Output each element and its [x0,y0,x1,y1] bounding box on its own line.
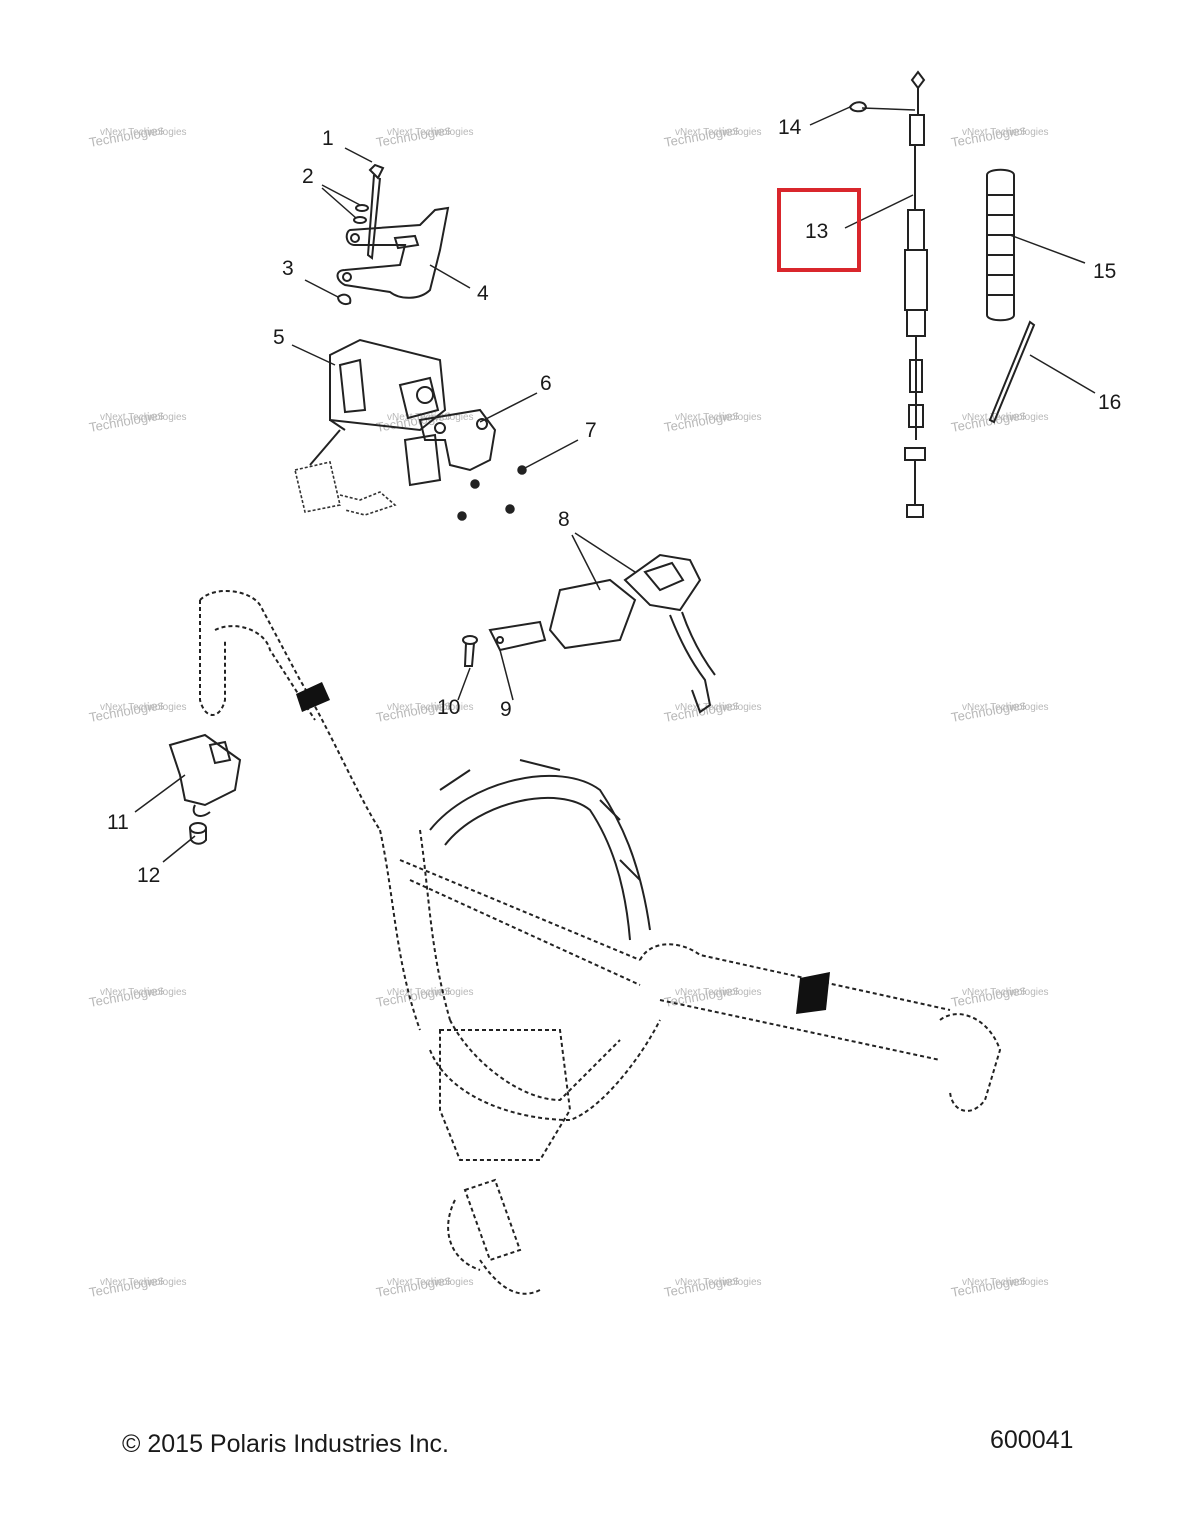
watermark-line1: vNext Technologies [100,412,187,423]
watermark-line1: vNext Technologies [387,987,474,998]
callout-4: 4 [477,282,489,305]
switch-connector [294,461,397,516]
watermark-line1: vNext Technologies [387,127,474,138]
callout-5: 5 [273,326,285,349]
watermark-line1: vNext Technologies [675,412,762,423]
cable-part-13 [904,70,928,518]
plate-part-9 [488,620,547,652]
callout-10: 10 [437,696,460,719]
callout-labels: 1 2 3 4 5 6 7 8 9 10 11 12 13 14 15 16 [107,116,1121,887]
callout-13: 13 [805,220,828,243]
document-number: 600041 [990,1426,1074,1454]
callout-15: 15 [1093,260,1116,283]
watermark-line1: vNext Technologies [962,702,1049,713]
watermark-line1: vNext Technologies [962,1277,1049,1288]
screw-part-10 [462,635,478,667]
cap-part-12 [189,822,207,845]
watermark-line1: vNext Technologies [675,702,762,713]
callout-7: 7 [585,419,597,442]
watermark-line1: vNext Technologies [675,127,762,138]
watermark-line1: vNext Technologies [962,127,1049,138]
callout-8: 8 [558,508,570,531]
housing-part-11 [168,733,242,817]
sleeve-part-15 [986,168,1015,322]
washer-part-2 [353,204,369,224]
clip-part-3 [336,293,352,306]
callout-14: 14 [778,116,802,139]
callout-6: 6 [540,372,552,395]
switch-part-8 [548,553,716,714]
callout-2: 2 [302,165,314,188]
watermark-line1: vNext Technologies [100,987,187,998]
bracket-part-4 [336,206,450,299]
clamp-part-6 [403,408,497,487]
watermark-line1: vNext Technologies [387,702,474,713]
watermark-line1: vNext Technologies [100,127,187,138]
callout-9: 9 [500,698,512,721]
leader-lines [134,106,1096,863]
handlebar-cable [429,759,651,941]
watermark-line1: vNext Technologies [387,1277,474,1288]
pin-part-1 [366,163,385,260]
highlight-box [777,188,861,272]
copyright-text: © 2015 Polaris Industries Inc. [122,1430,449,1458]
screws-part-7 [457,465,527,521]
watermark-line1: vNext Technologies [962,412,1049,423]
watermark-line1: vNext Technologies [100,1277,187,1288]
clip-part-14 [848,101,868,113]
callout-3: 3 [282,257,294,280]
watermark-line1: vNext Technologies [675,1277,762,1288]
watermark-line1: vNext Technologies [675,987,762,998]
watermark-line1: vNext Technologies [962,987,1049,998]
callout-16: 16 [1098,391,1121,414]
grip-bands [296,682,830,1014]
watermark-line1: vNext Technologies [100,702,187,713]
callout-1: 1 [322,127,334,150]
tie-part-16 [988,320,1036,424]
switch-housing-part-5 [309,338,447,466]
callout-11: 11 [107,811,129,834]
callout-12: 12 [137,864,160,887]
